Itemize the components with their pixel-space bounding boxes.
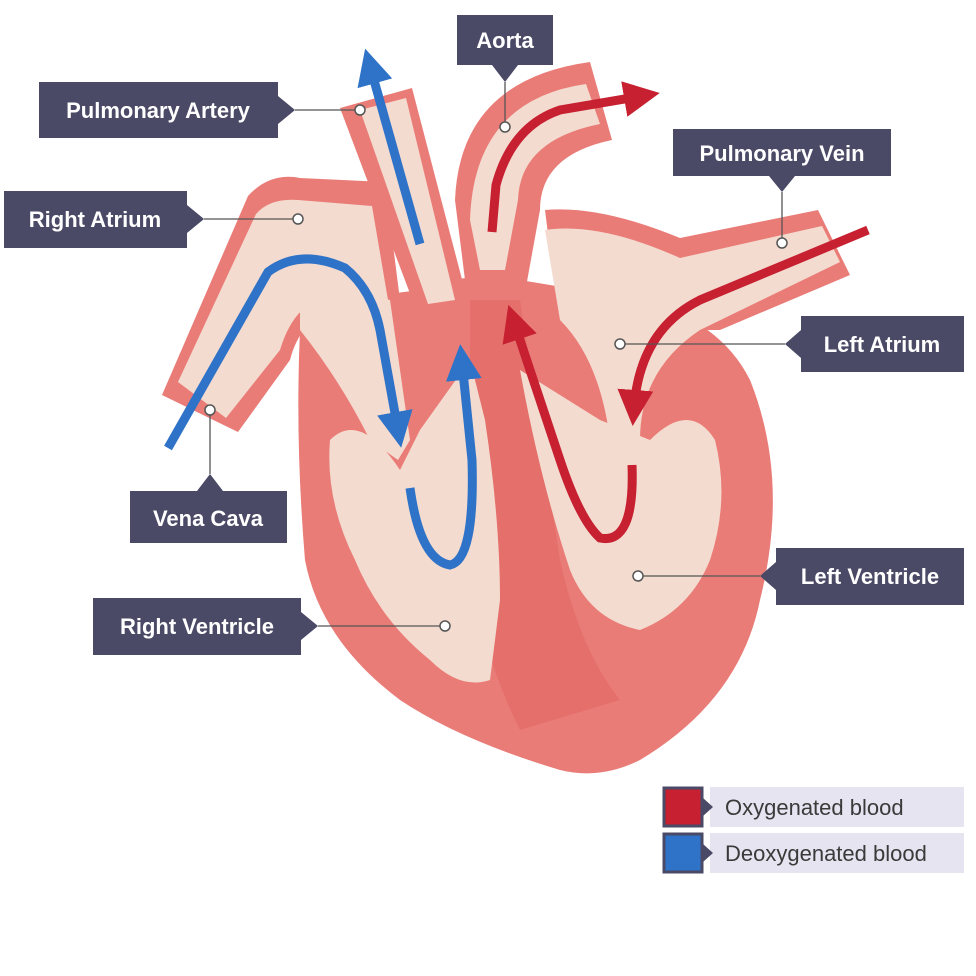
left-atrium-lumen (545, 226, 840, 440)
leader-dots (204, 104, 788, 632)
vena-cava-flow-arrow (164, 254, 413, 451)
vena-cava-label: Vena Cava (130, 474, 287, 543)
left-ventricle-label: Left Ventricle (760, 548, 964, 605)
pulmonary-artery-flow-arrow (357, 48, 425, 246)
svg-text:Right Atrium: Right Atrium (29, 207, 161, 232)
pulmonary-artery-label: Pulmonary Artery (39, 82, 295, 138)
pulmonary-vein-label: Pulmonary Vein (673, 129, 891, 192)
svg-text:Vena Cava: Vena Cava (153, 506, 264, 531)
svg-text:Aorta: Aorta (476, 28, 534, 53)
right-ventricle-dot (439, 620, 451, 632)
pulmonary-artery-dot (354, 104, 366, 116)
right-ventricle-flow-arrow (405, 344, 482, 570)
left-atrium-dot (614, 338, 626, 350)
blood-flow-arrows (164, 48, 870, 570)
legend-item-deoxygenated: Deoxygenated blood (662, 832, 964, 874)
left-ventricle-dot (632, 570, 644, 582)
right-atrium-label: Right Atrium (4, 191, 204, 248)
leader-lines (204, 82, 785, 627)
svg-text:Left Ventricle: Left Ventricle (801, 564, 939, 589)
labels: Pulmonary Artery Aorta Pulmonary Vein Ri… (4, 15, 964, 655)
pulmonary-vein-dot (776, 237, 788, 249)
pulmonary-vein-flow-arrow (617, 225, 870, 426)
vena-cava-lumen (178, 199, 388, 418)
legend: Oxygenated blood Deoxygenated blood (662, 786, 964, 874)
aorta-dot (499, 121, 511, 133)
legend-item-oxygenated: Oxygenated blood (662, 786, 964, 828)
heart-anatomy (162, 62, 850, 774)
svg-text:Left Atrium: Left Atrium (824, 332, 941, 357)
svg-text:Pulmonary Vein: Pulmonary Vein (699, 141, 864, 166)
svg-text:Pulmonary Artery: Pulmonary Artery (66, 98, 251, 123)
right-atrium-dot (292, 213, 304, 225)
svg-text:Deoxygenated blood: Deoxygenated blood (725, 841, 927, 866)
svg-text:Oxygenated blood: Oxygenated blood (725, 795, 904, 820)
legend-swatch-deoxygenated (662, 832, 704, 874)
left-ventricle-flow-arrow (502, 304, 637, 544)
svg-text:Right Ventricle: Right Ventricle (120, 614, 274, 639)
left-ventricle-lumen (520, 370, 722, 630)
left-atrium-label: Left Atrium (785, 316, 964, 372)
aorta-label: Aorta (457, 15, 553, 82)
legend-swatch-oxygenated (662, 786, 704, 828)
right-ventricle-label: Right Ventricle (93, 598, 318, 655)
aorta-flow-arrow (487, 81, 660, 233)
septum (470, 300, 620, 730)
vena-cava-dot (204, 404, 216, 416)
